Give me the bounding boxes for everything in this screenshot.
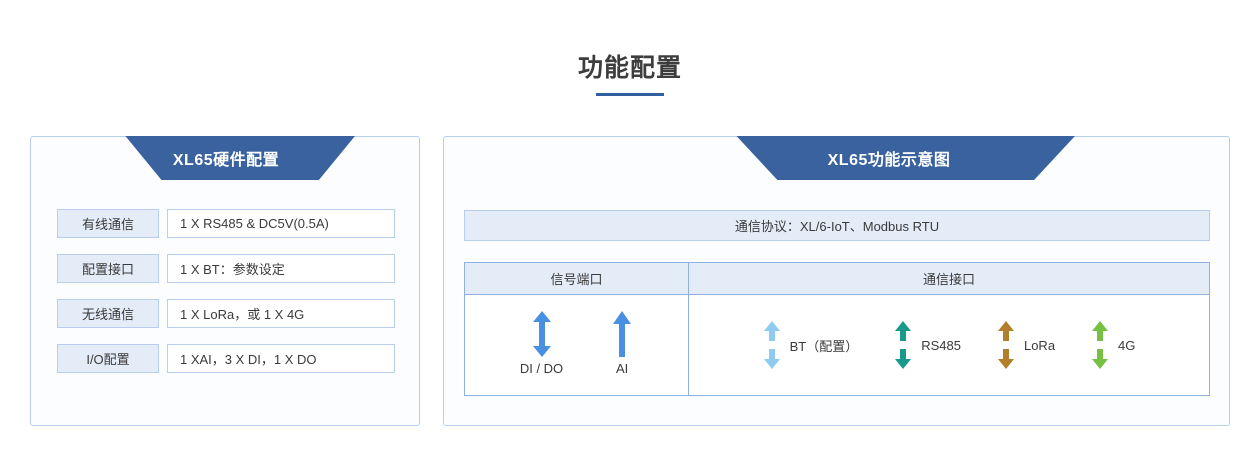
double-arrow-icon <box>763 321 781 369</box>
function-diagram-panel: XL65功能示意图 通信协议：XL/6-IoT、Modbus RTU 信号端口 … <box>443 136 1230 426</box>
list-item: RS485 <box>894 321 961 369</box>
ports-table-header: 信号端口 通信接口 <box>465 263 1209 295</box>
hardware-config-banner: XL65硬件配置 <box>125 136 355 180</box>
double-arrow-icon <box>894 321 912 369</box>
signal-port-label: DI / DO <box>519 360 564 376</box>
function-diagram-banner: XL65功能示意图 <box>736 136 1075 180</box>
ports-table: 信号端口 通信接口 DI / DO <box>464 262 1210 396</box>
function-diagram-banner-label: XL65功能示意图 <box>827 152 951 169</box>
comm-port-label: RS485 <box>921 337 961 353</box>
hardware-config-banner-label: XL65硬件配置 <box>172 152 280 169</box>
list-item: AI <box>611 310 633 376</box>
row-label: 无线通信 <box>57 299 159 328</box>
column-header-comm-ports: 通信接口 <box>922 272 975 287</box>
table-row: 有线通信 1 X RS485 & DC5V(0.5A) <box>57 209 395 238</box>
double-arrow-icon <box>531 310 553 357</box>
table-row: I/O配置 1 XAI，3 X DI，1 X DO <box>57 344 395 373</box>
row-label: 配置接口 <box>57 254 159 283</box>
comm-ports-list: BT（配置） RS485 <box>689 295 1209 395</box>
title-underline <box>596 93 664 96</box>
row-label: 有线通信 <box>57 209 159 238</box>
table-row: 配置接口 1 X BT：参数设定 <box>57 254 395 283</box>
protocol-bar: 通信协议：XL/6-IoT、Modbus RTU <box>464 210 1210 241</box>
comm-port-label: LoRa <box>1023 337 1056 353</box>
double-arrow-icon <box>1091 321 1109 369</box>
list-item: 4G <box>1091 321 1135 369</box>
hardware-config-panel: XL65硬件配置 有线通信 1 X RS485 & DC5V(0.5A) 配置接… <box>30 136 420 426</box>
signal-ports-list: DI / DO AI <box>465 295 688 395</box>
signal-port-label: AI <box>616 360 629 376</box>
list-item: BT（配置） <box>763 321 859 369</box>
hardware-config-rows: 有线通信 1 X RS485 & DC5V(0.5A) 配置接口 1 X BT：… <box>57 209 395 389</box>
list-item: LoRa <box>997 321 1055 369</box>
row-label: I/O配置 <box>57 344 159 373</box>
list-item: DI / DO <box>519 310 564 376</box>
comm-port-label: BT（配置） <box>789 338 859 354</box>
table-row: 无线通信 1 X LoRa，或 1 X 4G <box>57 299 395 328</box>
up-arrow-icon <box>611 310 633 357</box>
ports-table-body: DI / DO AI <box>465 295 1209 395</box>
page-title-block: 功能配置 <box>0 52 1260 96</box>
row-value: 1 X BT：参数设定 <box>167 254 395 283</box>
column-header-signal-ports: 信号端口 <box>465 263 689 294</box>
signal-ports-cell: DI / DO AI <box>465 295 689 395</box>
comm-port-label: 4G <box>1118 337 1136 353</box>
comm-ports-cell: BT（配置） RS485 <box>689 295 1209 395</box>
row-value: 1 X LoRa，或 1 X 4G <box>167 299 395 328</box>
double-arrow-icon <box>997 321 1015 369</box>
row-value: 1 X RS485 & DC5V(0.5A) <box>167 209 395 238</box>
page-title: 功能配置 <box>577 54 682 82</box>
row-value: 1 XAI，3 X DI，1 X DO <box>167 344 395 373</box>
